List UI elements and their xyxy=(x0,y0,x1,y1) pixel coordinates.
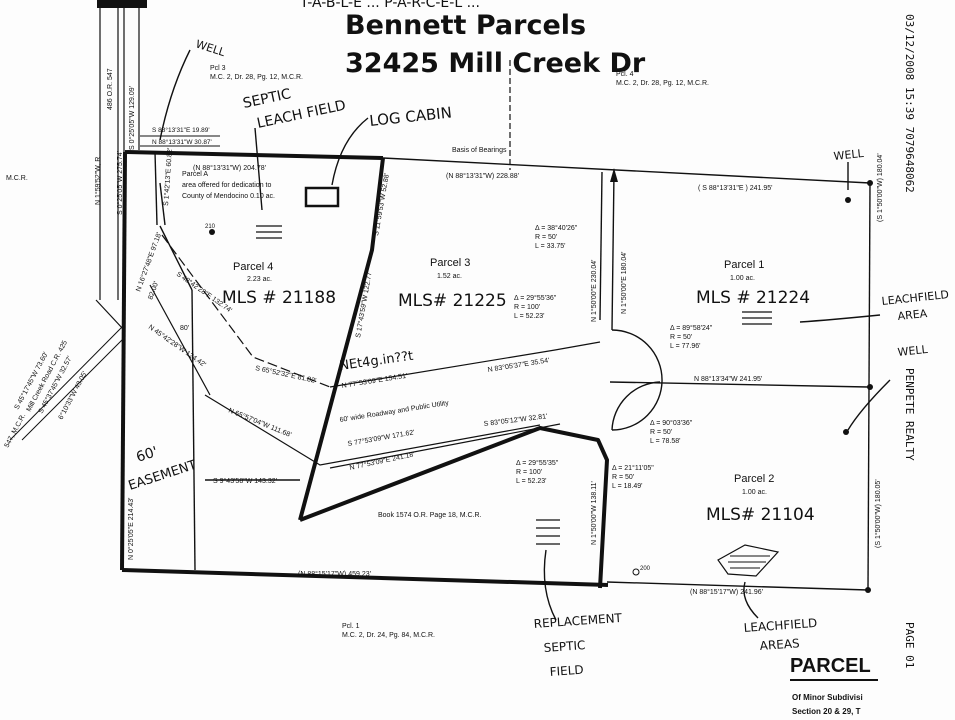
bearing-p4-small3: S 1°42'13"E 60.82' xyxy=(162,148,174,207)
road-strip-2: S 0°25'05"W 129.09' xyxy=(128,86,136,150)
replacement-label-3: FIELD xyxy=(549,663,584,679)
well-marker-parcel1 xyxy=(845,197,851,203)
curve-c4: Δ = 90°03'36"R = 50'L = 78.58' xyxy=(650,419,693,445)
bearing-top-parcel1: ( S 88°13'31"E ) 241.95' xyxy=(698,184,773,192)
bearing-p4-diag-3: N 65°57'04"W 111.68' xyxy=(227,406,292,439)
fax-timestamp: 03/12/2008 15:39 7079648062 xyxy=(903,14,916,193)
mls-parcel2: MLS# 21104 xyxy=(706,505,815,525)
parcel1-area: 1.00 ac. xyxy=(730,275,755,282)
title-line1: Bennett Parcels xyxy=(345,10,586,41)
well-label-right: WELL xyxy=(897,343,929,359)
well-label-top-left: WELL xyxy=(194,37,227,59)
bearing-bottom-main: (N 88°15'17"W) 459.23' xyxy=(298,570,371,578)
leachfield-areas-label-1: LEACHFIELD xyxy=(743,616,817,635)
bearing-right-bottom: (S 1°50'00"W) 180.05' xyxy=(874,479,882,548)
book-ref: Book 1574 O.R. Page 18, M.C.R. xyxy=(378,512,482,519)
mcr-left: M.C.R. xyxy=(6,175,28,182)
title-line2: 32425 Mill Creek Dr xyxy=(345,48,646,79)
bearing-road-1: N 77°53'09"E 154.51' xyxy=(341,372,408,390)
log-cabin-outline xyxy=(304,186,340,208)
well-marker-parcel2 xyxy=(843,429,849,435)
annotation-arrows xyxy=(159,49,891,621)
curve-c1: Δ = 38°40'26"R = 50'L = 33.75' xyxy=(535,224,578,250)
leach-field-hatch xyxy=(256,225,772,545)
bearing-middle-line: N 88°13'34"W 241.95' xyxy=(694,375,762,383)
septic-label: SEPTIC xyxy=(242,86,293,112)
bearing-left-main: N 0°25'05"E 214.43' xyxy=(127,498,135,560)
replacement-label-2: SEPTIC xyxy=(543,638,586,655)
bearing-top-parcel4: (N 88°13'31"W) 204.78' xyxy=(193,164,266,172)
bearing-right-top: (S 1°50'00"W) 180.04' xyxy=(876,153,884,222)
bearing-road-3: S 77°53'09"W 171.62' xyxy=(347,428,415,448)
parcelA-note-2: County of Mendocino 0.10 ac. xyxy=(182,193,275,200)
top-small-1: S 88°13'31"E 19.89' xyxy=(152,126,210,134)
title-block-subtitle-1: Of Minor Subdivisi xyxy=(792,693,863,702)
title-block-subtitle-2: Section 20 & 29, T xyxy=(792,707,861,716)
curve-c6: Δ = 21°11'05"R = 50'L = 18.49' xyxy=(612,464,654,490)
parcel3-name: Parcel 3 xyxy=(430,257,470,269)
bearing-bottom-parcel2: (N 88°15'17"W) 241.96' xyxy=(690,588,763,596)
mls-parcel3: MLS# 21225 xyxy=(398,291,507,311)
left-slope-lines xyxy=(9,324,125,441)
curve-c5: Δ = 29°55'35"R = 100'L = 52.23' xyxy=(516,459,559,485)
road-strip-4: N 1°59'52"W, R xyxy=(94,157,102,205)
thick-boundary xyxy=(120,150,609,589)
road-strip-5: 547, M.C.R. xyxy=(4,413,28,449)
well-label-top-right: WELL xyxy=(833,147,865,163)
parcel2-area: 1.00 ac. xyxy=(742,489,767,496)
bearing-p2-west: N 1°50'00"W 138.11' xyxy=(590,481,598,545)
bearing-p4-small2: 82.00' xyxy=(147,281,160,301)
road-strip-cap xyxy=(97,0,147,8)
easement-label-1: 60' xyxy=(134,444,160,466)
bearing-p3-vertical-1: N 1°50'00"E 230.04' xyxy=(590,260,598,322)
bearing-p4-80: 80' xyxy=(180,325,189,332)
roadway-label: 60' wide Roadway and Public Utility xyxy=(339,400,450,424)
road-lines xyxy=(149,234,601,469)
bearing-p4-short: S 65°52'32"E 81.82' xyxy=(255,364,317,385)
top-small-2: N 88°13'31"W 30.87' xyxy=(152,138,212,146)
road-strip-lines xyxy=(95,0,140,331)
fax-sender: PENPETE REALTY xyxy=(903,368,916,461)
parcelA-note-1: area offered for dedication to xyxy=(182,182,271,189)
not-a-point-label: NEt4g.in??t xyxy=(338,349,414,374)
parcelA-name: Parcel A xyxy=(182,171,208,178)
parcel1-name: Parcel 1 xyxy=(724,259,764,271)
title-block-title: PARCEL xyxy=(790,655,871,677)
parcel4-area: 2.23 ac. xyxy=(247,276,272,283)
mls-parcel1: MLS # 21224 xyxy=(696,288,810,308)
bearing-top-parcel3: (N 88°13'31"W) 228.88' xyxy=(446,172,519,180)
bearing-p3-vertical-2: N 1°50'00"E 180.04' xyxy=(620,252,628,314)
ref-200: 200 xyxy=(640,566,651,572)
leachfield-area-label-1: LEACHFIELD xyxy=(881,288,949,308)
bearing-road-2: N 83°05'37"E 35.54' xyxy=(487,356,550,374)
leachfield-areas-label-2: AREAS xyxy=(759,636,800,653)
basis-of-bearings: Basis of Bearings xyxy=(452,147,507,154)
parcel4-name: Parcel 4 xyxy=(233,261,273,273)
log-cabin-label: LOG CABIN xyxy=(369,103,453,130)
replacement-label-1: REPLACEMENT xyxy=(533,611,623,631)
parcel2-name: Parcel 2 xyxy=(734,473,774,485)
fax-page-label: PAGE 01 xyxy=(903,622,916,668)
bearing-p4-east-top: S 11°59'53"W 52.88' xyxy=(372,172,391,236)
ref-210: 210 xyxy=(205,224,216,230)
mls-parcel4: MLS # 21188 xyxy=(222,288,336,308)
road-strip-3: S 0°25'05"W 275.74' xyxy=(116,151,124,215)
curve-c2: Δ = 29°55'36"R = 100'L = 52.23' xyxy=(514,294,557,320)
well-marker-parcel4 xyxy=(209,229,215,235)
curve-c3: Δ = 89°58'24"R = 50'L = 77.96' xyxy=(670,324,713,350)
parcel3-area: 1.52 ac. xyxy=(437,273,462,280)
bearing-south-p4: S 9°43'58"W 143.32' xyxy=(213,477,277,485)
bearing-p4-diag-2: N 45°42'28"W 124.42' xyxy=(147,323,208,369)
leachfield-area-label-2: AREA xyxy=(897,307,928,323)
road-strip-1: 486 O.R. 547 xyxy=(107,68,114,110)
leach-field-area-shape xyxy=(717,544,780,577)
thin-boundaries xyxy=(154,151,871,591)
top-scribble: T-A-B-L-E ... P-A-R-C-E-L ... xyxy=(299,0,480,11)
